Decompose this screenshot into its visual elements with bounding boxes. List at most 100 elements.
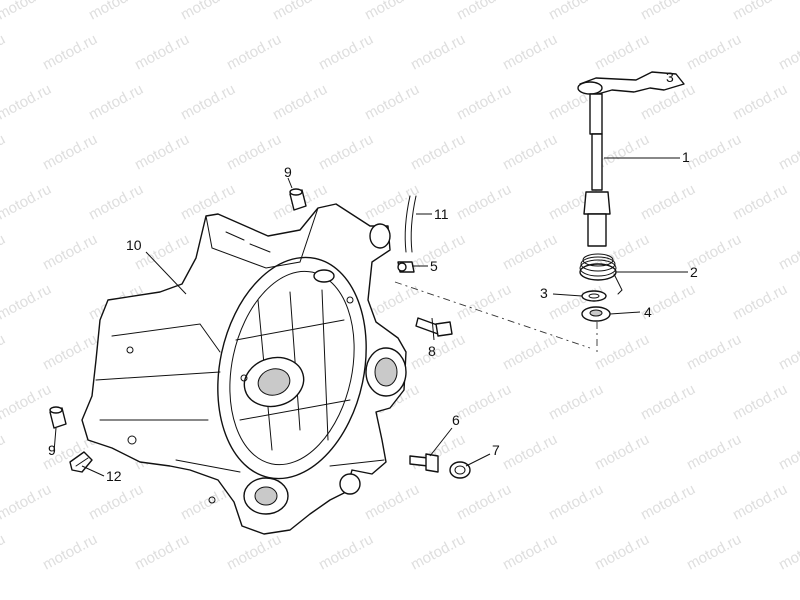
washer <box>449 461 471 479</box>
watermark-text: motod.ru <box>224 131 284 174</box>
watermark-text: motod.ru <box>454 81 514 124</box>
callout-8: 8 <box>428 343 436 359</box>
watermark-text: motod.ru <box>40 531 100 574</box>
watermark-text: motod.ru <box>362 481 422 524</box>
watermark-text: motod.ru <box>684 431 744 474</box>
watermark-text: motod.ru <box>0 281 54 324</box>
watermark-text: motod.ru <box>0 31 8 74</box>
watermark-text: motod.ru <box>776 431 800 474</box>
watermark-text: motod.ru <box>776 231 800 274</box>
callout-5: 5 <box>430 258 438 274</box>
watermark-text: motod.ru <box>0 131 8 174</box>
watermark-text: motod.ru <box>316 131 376 174</box>
watermark-text: motod.ru <box>270 81 330 124</box>
watermark-text: motod.ru <box>730 281 790 324</box>
torsion-spring <box>579 253 623 295</box>
watermark-text: motod.ru <box>500 231 560 274</box>
watermark-text: motod.ru <box>86 0 146 24</box>
watermark-text: motod.ru <box>500 31 560 74</box>
watermark-text: motod.ru <box>592 431 652 474</box>
watermark-text: motod.ru <box>178 81 238 124</box>
watermark-text: motod.ru <box>500 431 560 474</box>
watermark-text: motod.ru <box>40 331 100 374</box>
watermark-text: motod.ru <box>0 331 8 374</box>
watermark-text: motod.ru <box>638 481 698 524</box>
watermark-text: motod.ru <box>132 531 192 574</box>
watermark-text: motod.ru <box>730 81 790 124</box>
dowel-upper <box>289 188 307 211</box>
clip <box>69 451 93 473</box>
watermark-text: motod.ru <box>546 381 606 424</box>
callout-3-washer: 3 <box>540 285 548 301</box>
watermark-text: motod.ru <box>0 481 54 524</box>
watermark-text: motod.ru <box>132 31 192 74</box>
watermark-text: motod.ru <box>0 531 8 574</box>
watermark-text: motod.ru <box>316 31 376 74</box>
watermark-text: motod.ru <box>592 331 652 374</box>
watermark-text: motod.ru <box>454 481 514 524</box>
watermark-text: motod.ru <box>0 381 54 424</box>
bolt <box>415 317 453 337</box>
watermark-text: motod.ru <box>408 231 468 274</box>
watermark-text: motod.ru <box>178 0 238 24</box>
lever-shaft <box>577 71 685 247</box>
watermark-text: motod.ru <box>500 531 560 574</box>
callout-6: 6 <box>452 412 460 428</box>
watermark-text: motod.ru <box>454 281 514 324</box>
callout-1: 1 <box>682 149 690 165</box>
watermark-text: motod.ru <box>362 0 422 24</box>
watermark-text: motod.ru <box>270 0 330 24</box>
callout-9-upper: 9 <box>284 164 292 180</box>
watermark-text: motod.ru <box>638 381 698 424</box>
callout-9-lower: 9 <box>48 442 56 458</box>
watermark-text: motod.ru <box>0 231 8 274</box>
watermark-text: motod.ru <box>454 0 514 24</box>
watermark-text: motod.ru <box>40 231 100 274</box>
callout-2: 2 <box>690 264 698 280</box>
watermark-text: motod.ru <box>730 381 790 424</box>
watermark-text: motod.ru <box>500 131 560 174</box>
watermark-text: motod.ru <box>132 131 192 174</box>
watermark-text: motod.ru <box>776 531 800 574</box>
watermark-text: motod.ru <box>776 31 800 74</box>
watermark-text: motod.ru <box>408 531 468 574</box>
watermark-text: motod.ru <box>592 531 652 574</box>
watermark-text: motod.ru <box>86 181 146 224</box>
fitting-small <box>397 261 415 273</box>
watermark-text: motod.ru <box>0 81 54 124</box>
watermark-text: motod.ru <box>224 531 284 574</box>
stud <box>409 453 439 473</box>
thin-washer <box>581 290 607 302</box>
watermark-text: motod.ru <box>546 481 606 524</box>
watermark-text: motod.ru <box>730 481 790 524</box>
watermark-text: motod.ru <box>86 481 146 524</box>
breather-tube <box>404 195 417 253</box>
watermark-text: motod.ru <box>316 531 376 574</box>
watermark-text: motod.ru <box>684 331 744 374</box>
callout-labels: 1 2 3 3 4 5 6 7 8 9 9 10 11 12 <box>48 69 698 484</box>
callout-4: 4 <box>644 304 652 320</box>
watermark-text: motod.ru <box>730 181 790 224</box>
watermark-text: motod.ru <box>408 131 468 174</box>
watermark-text: motod.ru <box>0 431 8 474</box>
watermark-layer: motod.ru motod.ru motod.ru motod.ru motod.ru… <box>0 0 800 574</box>
oil-seal <box>581 306 611 322</box>
watermark-text: motod.ru <box>730 0 790 24</box>
crankcase-half <box>81 203 407 535</box>
watermark-text: motod.ru <box>224 31 284 74</box>
watermark-text: motod.ru <box>500 331 560 374</box>
callout-11: 11 <box>434 206 449 222</box>
callout-10: 10 <box>126 237 142 253</box>
watermark-text: motod.ru <box>638 181 698 224</box>
watermark-text: motod.ru <box>86 81 146 124</box>
watermark-text: motod.ru <box>776 131 800 174</box>
watermark-text: motod.ru <box>0 0 54 24</box>
leader-lines <box>53 157 688 477</box>
callout-7: 7 <box>492 442 500 458</box>
watermark-text: motod.ru <box>684 531 744 574</box>
callout-12: 12 <box>106 468 122 484</box>
watermark-text: motod.ru <box>684 31 744 74</box>
watermark-text: motod.ru <box>362 81 422 124</box>
watermark-text: motod.ru <box>638 0 698 24</box>
